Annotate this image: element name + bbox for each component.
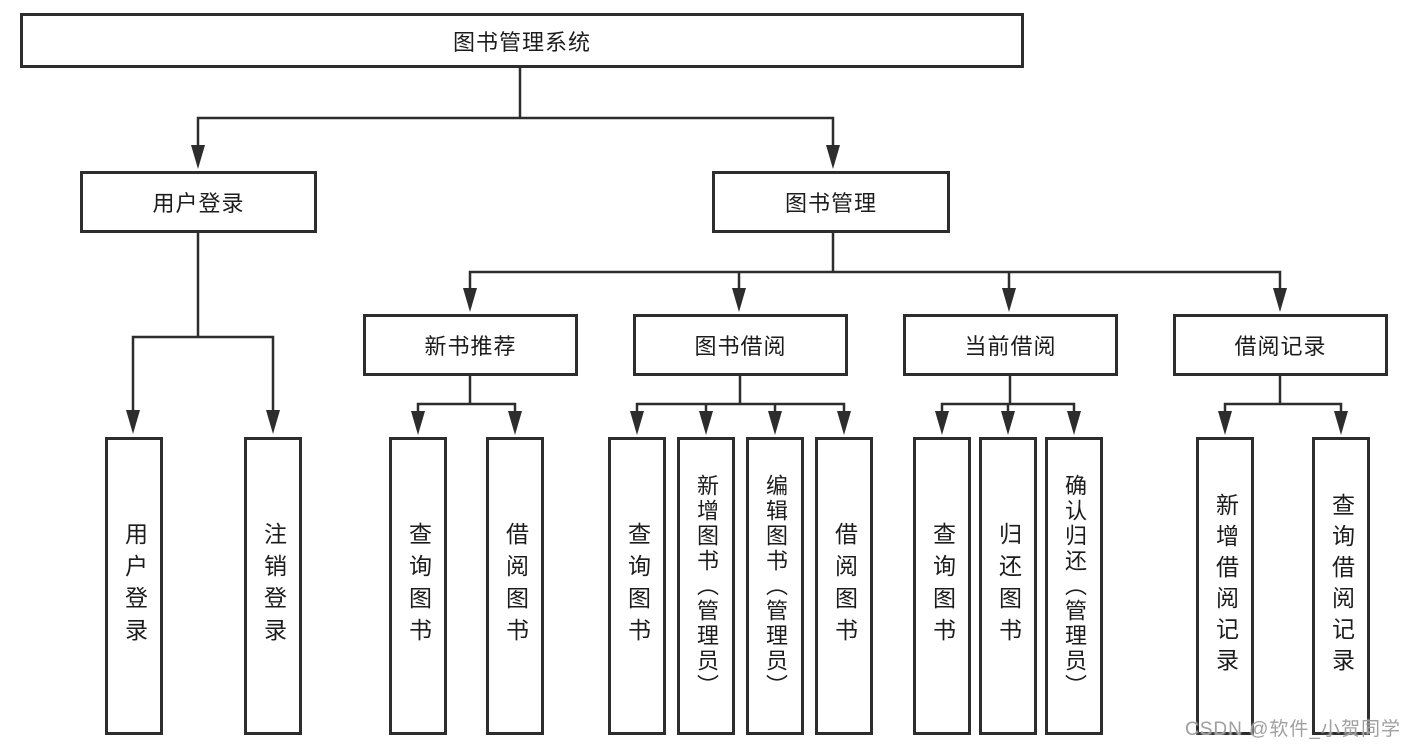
leaf-add-borrow-record: 新增借阅记录 <box>1196 437 1254 735</box>
leaf-query-books-current: 查询图书 <box>913 437 971 735</box>
node-borrow-records: 借阅记录 <box>1173 314 1388 376</box>
node-book-borrow: 图书借阅 <box>633 314 848 376</box>
leaf-return-books: 归还图书 <box>979 437 1037 735</box>
node-user-login: 用户登录 <box>80 171 317 233</box>
node-new-book-recommend: 新书推荐 <box>363 314 578 376</box>
leaf-borrow-books-recommend: 借阅图书 <box>486 437 544 735</box>
leaf-query-borrow-record: 查询借阅记录 <box>1312 437 1370 735</box>
csdn-watermark: CSDN @软件_小贺同学 <box>1185 719 1401 740</box>
leaf-logout-login: 注销登录 <box>244 437 302 735</box>
node-library-management-system: 图书管理系统 <box>20 13 1024 68</box>
leaf-query-books-borrow: 查询图书 <box>608 437 666 735</box>
leaf-query-books-recommend: 查询图书 <box>389 437 447 735</box>
tree-connector-path <box>131 66 1343 417</box>
node-book-management: 图书管理 <box>712 171 950 233</box>
node-current-borrow: 当前借阅 <box>903 314 1118 376</box>
leaf-confirm-return-admin: 确认归还（管理员） <box>1045 437 1103 735</box>
leaf-user-login: 用户登录 <box>105 437 163 735</box>
leaf-edit-book-admin: 编辑图书（管理员） <box>746 437 804 735</box>
arrowheads <box>126 145 1348 435</box>
leaf-add-book-admin: 新增图书（管理员） <box>677 437 735 735</box>
leaf-borrow-books-borrow: 借阅图书 <box>815 437 873 735</box>
